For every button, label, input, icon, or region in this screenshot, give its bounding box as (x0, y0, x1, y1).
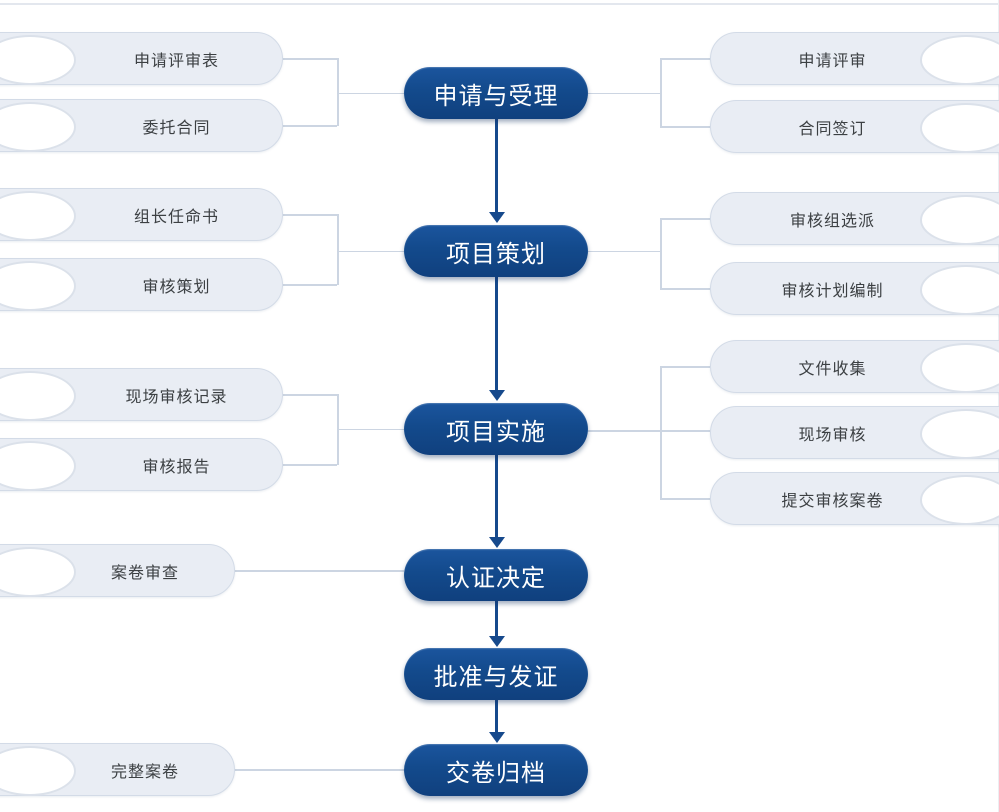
flow-arrow-head (488, 732, 505, 743)
document-pill-entrustment-contract: 委托合同 (0, 99, 283, 152)
activity-pill-contract-signing: 合同签订 (710, 100, 999, 153)
flow-arrow-line (495, 119, 498, 212)
connector-line (588, 92, 660, 94)
pill-accent-ellipse (920, 35, 999, 85)
activity-pill-application-review: 申请评审 (710, 32, 999, 85)
connector-line (660, 58, 710, 60)
connector-line (588, 250, 660, 252)
document-pill-file-review: 案卷审查 (0, 544, 235, 597)
connector-line (660, 498, 710, 500)
pill-accent-ellipse (920, 195, 999, 245)
activity-label: 合同签订 (798, 118, 867, 138)
document-label: 审核报告 (142, 456, 211, 476)
connector-line (660, 288, 710, 290)
document-label: 组长任命书 (133, 206, 219, 226)
pill-accent-ellipse (920, 409, 999, 459)
pill-accent-ellipse (0, 746, 76, 796)
connector-line (235, 570, 404, 572)
pill-accent-ellipse (920, 265, 999, 315)
document-label: 审核策划 (142, 276, 211, 296)
step-archiving: 交卷归档 (404, 744, 588, 796)
connector-line (337, 250, 404, 252)
document-label: 现场审核记录 (125, 386, 228, 406)
document-label: 委托合同 (142, 117, 211, 137)
step-certification-decision: 认证决定 (404, 549, 588, 601)
step-project-planning: 项目策划 (404, 225, 588, 277)
pill-accent-ellipse (0, 191, 76, 241)
activity-pill-document-collection: 文件收集 (710, 340, 999, 393)
document-pill-audit-report: 审核报告 (0, 438, 283, 491)
activity-label: 提交审核案卷 (781, 490, 884, 510)
connector-line (283, 125, 337, 127)
step-application-acceptance: 申请与受理 (404, 67, 588, 119)
connector-line (660, 126, 710, 128)
connector-line (588, 430, 710, 432)
flow-arrow-line (495, 601, 498, 636)
top-divider-line (0, 3, 999, 5)
pill-accent-ellipse (920, 475, 999, 525)
activity-label: 现场审核 (798, 424, 867, 444)
activity-pill-onsite-audit: 现场审核 (710, 406, 999, 459)
document-pill-audit-planning: 审核策划 (0, 258, 283, 311)
flow-arrow-line (495, 455, 498, 537)
connector-line (235, 769, 404, 771)
connector-line (660, 366, 710, 368)
pill-accent-ellipse (0, 102, 76, 152)
activity-label: 审核计划编制 (781, 280, 884, 300)
connector-line (337, 58, 339, 126)
pill-accent-ellipse (0, 371, 76, 421)
pill-accent-ellipse (0, 261, 76, 311)
connector-line (660, 218, 662, 289)
connector-line (283, 464, 337, 466)
connector-line (660, 366, 662, 499)
flow-arrow-head (488, 636, 505, 647)
connector-line (660, 218, 710, 220)
connector-line (283, 214, 337, 216)
flow-arrow-line (495, 277, 498, 390)
pill-accent-ellipse (0, 441, 76, 491)
activity-pill-submit-audit-file: 提交审核案卷 (710, 472, 999, 525)
connector-line (337, 214, 339, 285)
pill-accent-ellipse (0, 35, 76, 85)
step-approval-and-certification: 批准与发证 (404, 648, 588, 700)
document-label: 申请评审表 (133, 50, 219, 70)
flow-arrow-line (495, 700, 498, 732)
pill-accent-ellipse (0, 547, 76, 597)
connector-line (337, 92, 404, 94)
document-label: 完整案卷 (110, 761, 179, 781)
connector-line (283, 284, 337, 286)
document-label: 案卷审查 (110, 562, 179, 582)
pill-accent-ellipse (920, 343, 999, 393)
flow-arrow-head (488, 537, 505, 548)
connector-line (660, 58, 662, 127)
document-pill-leader-appointment: 组长任命书 (0, 188, 283, 241)
flow-arrow-head (488, 212, 505, 223)
step-project-implementation: 项目实施 (404, 403, 588, 455)
connector-line (337, 428, 404, 430)
activity-pill-audit-team-selection: 审核组选派 (710, 192, 999, 245)
activity-label: 文件收集 (798, 358, 867, 378)
activity-label: 申请评审 (798, 50, 867, 70)
connector-line (283, 394, 337, 396)
flow-arrow-head (488, 390, 505, 401)
activity-pill-audit-plan-preparation: 审核计划编制 (710, 262, 999, 315)
document-pill-complete-file: 完整案卷 (0, 743, 235, 796)
document-pill-onsite-audit-records: 现场审核记录 (0, 368, 283, 421)
pill-accent-ellipse (920, 103, 999, 153)
activity-label: 审核组选派 (789, 210, 875, 230)
connector-line (283, 58, 337, 60)
document-pill-application-review-form: 申请评审表 (0, 32, 283, 85)
